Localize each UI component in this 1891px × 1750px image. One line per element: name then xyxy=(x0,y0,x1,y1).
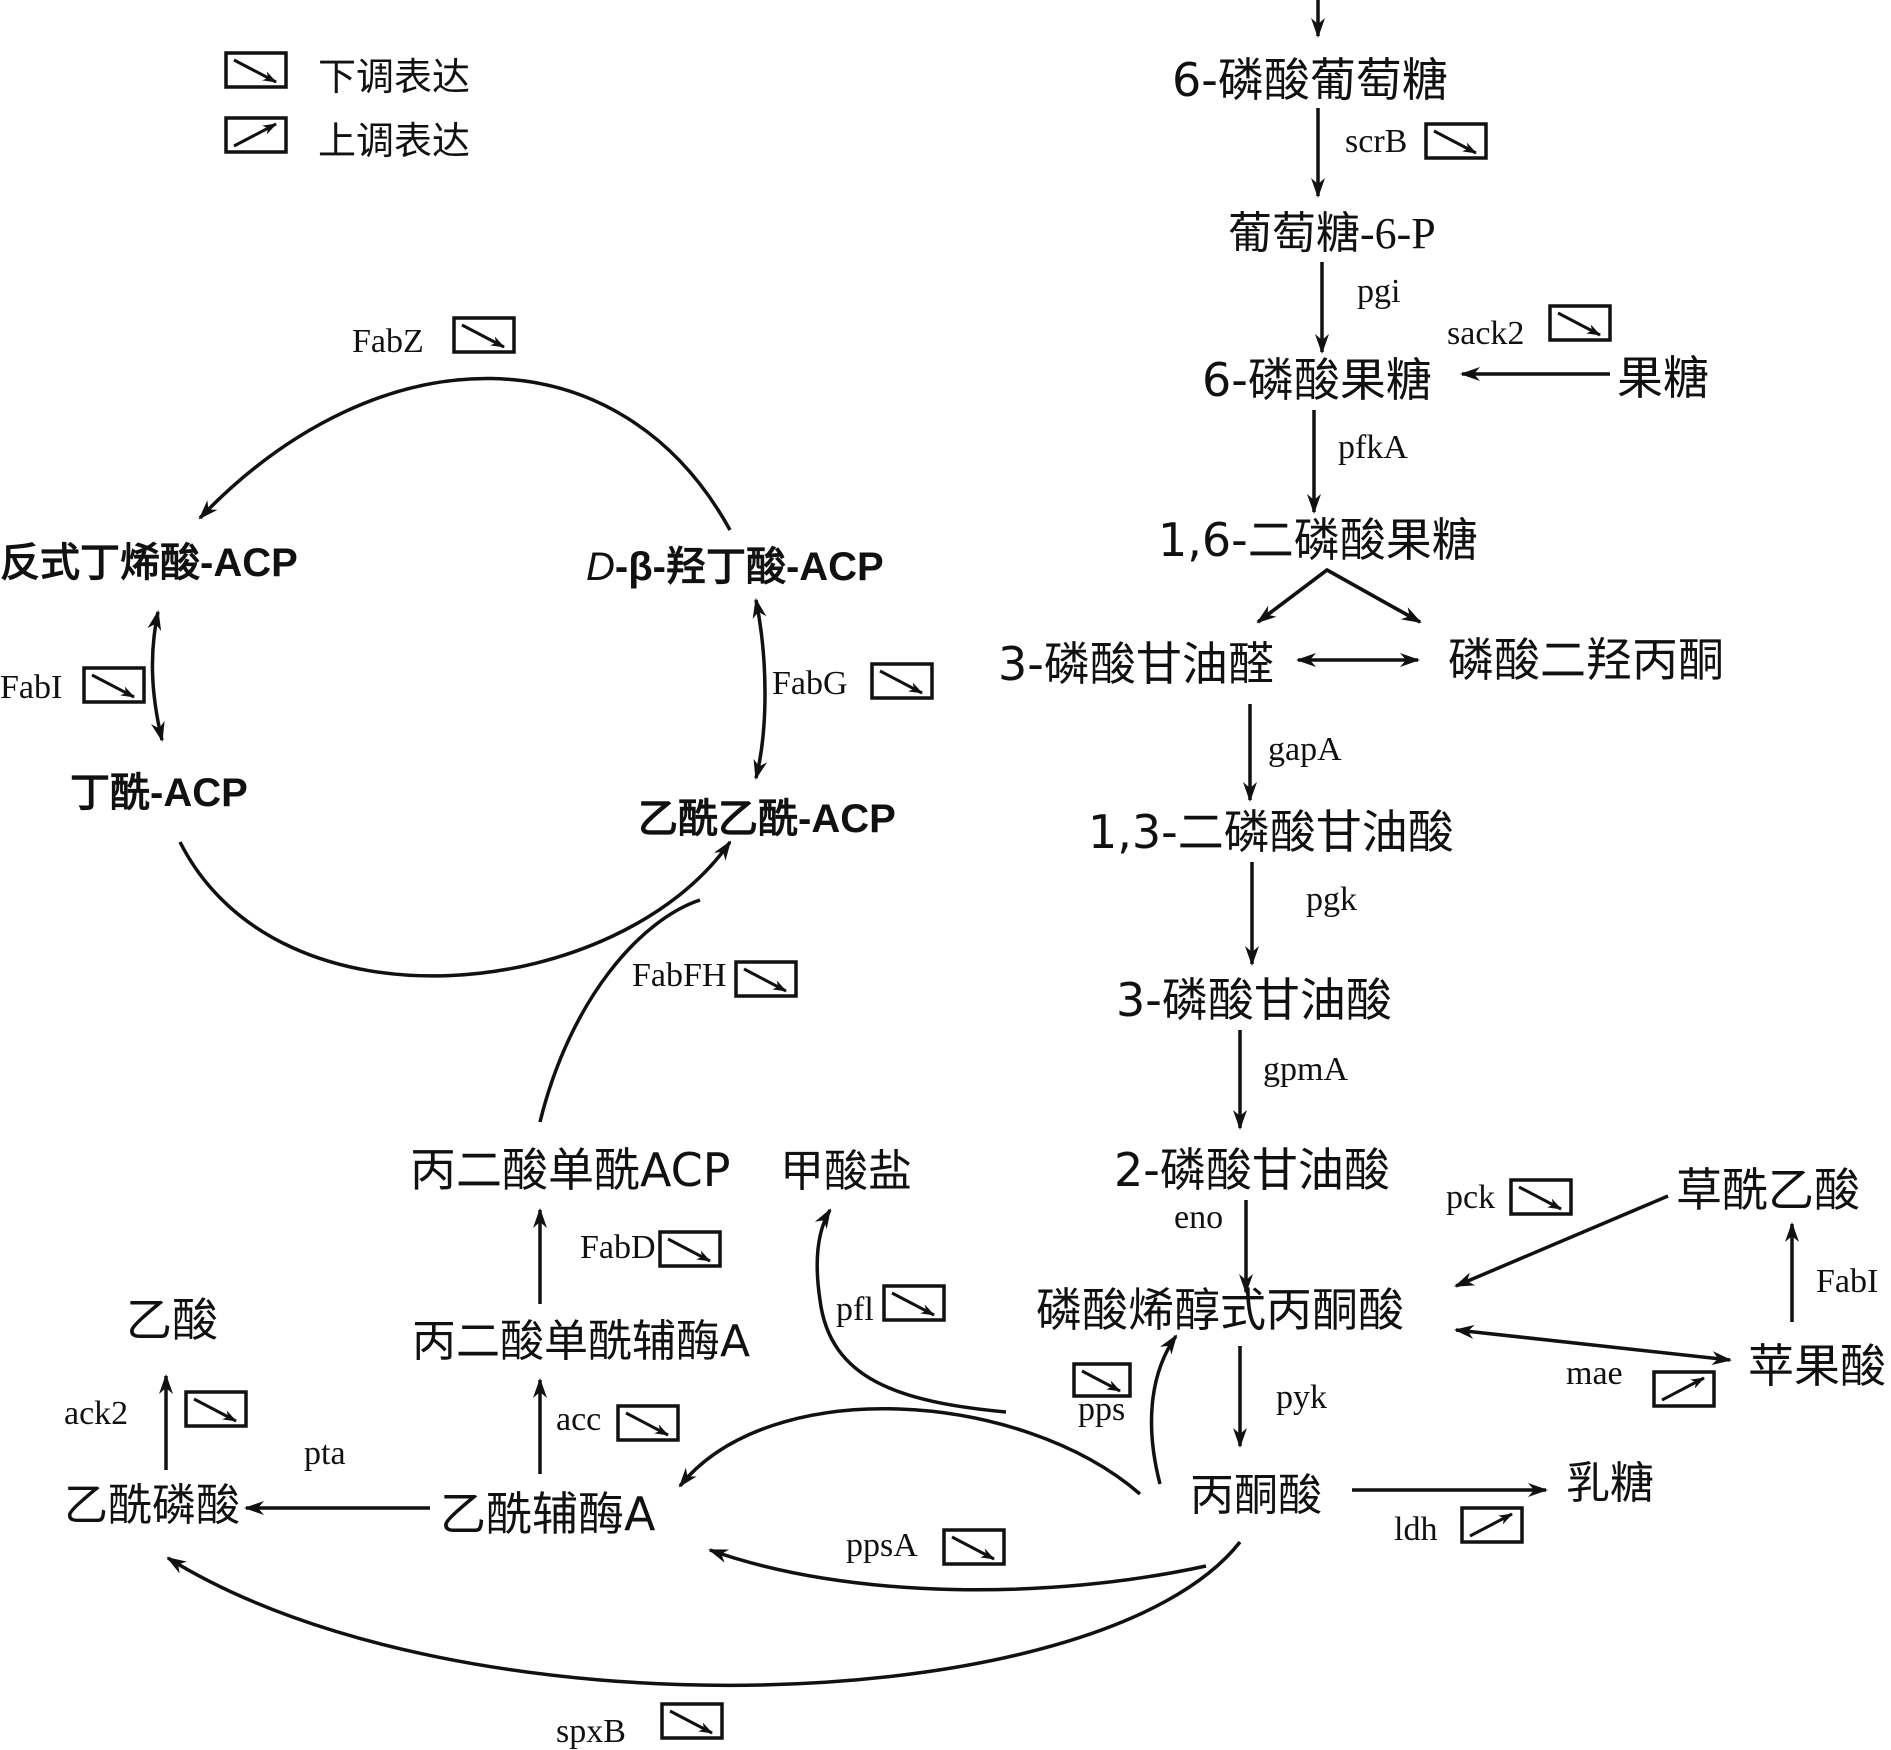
node-glucose-6-p: 葡萄糖-6-P xyxy=(1228,209,1436,258)
enzyme-fabD: FabD xyxy=(580,1229,656,1266)
enzyme-gapA: gapA xyxy=(1268,731,1342,768)
enzyme-fabI-left: FabI xyxy=(0,669,62,706)
arrow-pyruvate-to-acetylcoa xyxy=(678,1407,1142,1496)
node-phosphoenolpyruvate: 磷酸烯醇式丙酮酸 xyxy=(1036,1283,1404,1337)
arrow-pyruvate-to-acetylcoa-ppsA xyxy=(708,1548,1207,1592)
legend-down-box xyxy=(224,51,288,89)
node-malonyl-coa: 丙二酸单酰辅酶A xyxy=(412,1316,750,1367)
enzyme-pta: pta xyxy=(304,1435,346,1472)
enzyme-ppsA: ppsA xyxy=(846,1527,918,1564)
arrow-pyruvate-to-acetylphosphate xyxy=(166,1540,1242,1688)
enzyme-scrB: scrB xyxy=(1345,123,1407,160)
legend-down-arrow-icon xyxy=(233,58,277,84)
node-fructose-bisphosphate: 1,6-二磷酸果糖 xyxy=(1158,513,1478,567)
enzyme-mae: mae xyxy=(1566,1355,1623,1392)
indicator-acc-down xyxy=(616,1404,680,1442)
node-acetoacetyl-acp: 乙酰乙酰-ACP xyxy=(638,797,896,841)
node-butyryl-acp: 丁酰-ACP xyxy=(70,771,248,815)
indicator-mae-up xyxy=(1652,1370,1716,1408)
arrow-malonyl-to-cycle xyxy=(538,898,701,1123)
indicator-pck-down xyxy=(1509,1178,1573,1216)
arrow-pep-malate-reversible xyxy=(1454,1325,1732,1365)
indicator-fabZ-down xyxy=(452,316,516,354)
enzyme-eno: eno xyxy=(1174,1199,1223,1236)
indicator-ldh-up xyxy=(1460,1506,1524,1544)
enzyme-fabI-right: FabI xyxy=(1816,1263,1878,1300)
arrow-pyruvate-to-formate xyxy=(814,1208,1007,1414)
node-2-phosphoglycerate: 2-磷酸甘油酸 xyxy=(1114,1143,1390,1197)
arrow-fabG-reversible xyxy=(752,598,768,780)
node-malate: 苹果酸 xyxy=(1748,1339,1886,1393)
enzyme-ack2: ack2 xyxy=(64,1395,128,1432)
legend-up-arrow-icon xyxy=(233,122,277,148)
arrow-pyruvate-to-pep-pps xyxy=(1149,1334,1178,1485)
indicator-spxB-down xyxy=(660,1702,724,1740)
node-acetyl-coa: 乙酰辅酶A xyxy=(440,1487,656,1541)
enzyme-pfkA: pfkA xyxy=(1338,429,1408,466)
indicator-fabI-down xyxy=(82,666,146,704)
enzyme-fabFH: FabFH xyxy=(632,957,726,994)
node-oxaloacetate: 草酰乙酸 xyxy=(1676,1163,1860,1217)
indicator-pps-down xyxy=(1072,1362,1132,1398)
arrow-oxaloacetate-to-pep xyxy=(1454,1194,1669,1288)
glycolysis-pathway: 6-磷酸葡萄糖 scrB 葡萄糖-6-P pgi sack2 果糖 6-磷酸果糖… xyxy=(998,0,1886,1548)
node-malonyl-acp: 丙二酸单酰ACP xyxy=(410,1143,731,1197)
node-trans-butenoyl-acp: 反式丁烯酸-ACP xyxy=(0,541,298,585)
fatty-acid-cycle: FabZ 反式丁烯酸-ACP D-β-羟丁酸-ACP FabI FabG 丁酰-… xyxy=(0,316,1242,1750)
node-fructose: 果糖 xyxy=(1617,351,1709,405)
indicator-fabG-down xyxy=(870,662,934,700)
indicator-ack2-down xyxy=(184,1390,248,1428)
enzyme-ldh: ldh xyxy=(1394,1511,1437,1548)
enzyme-acc: acc xyxy=(556,1401,601,1438)
node-glyceraldehyde-3-phosphate: 3-磷酸甘油醛 xyxy=(998,637,1274,691)
arrow-butyryl-to-acetoacetyl xyxy=(178,840,732,978)
node-6-phospho-fructose: 6-磷酸果糖 xyxy=(1202,353,1432,407)
arrow-fbp-to-g3p xyxy=(1256,568,1329,624)
indicator-sack2-down xyxy=(1548,304,1612,342)
indicator-scrB-down xyxy=(1424,122,1488,160)
enzyme-pgi: pgi xyxy=(1357,273,1400,310)
enzyme-pck: pck xyxy=(1446,1179,1495,1216)
enzyme-pgk: pgk xyxy=(1306,881,1357,918)
enzyme-pfl: pfl xyxy=(836,1291,874,1328)
node-1-3-bisphosphoglycerate: 1,3-二磷酸甘油酸 xyxy=(1088,805,1454,859)
indicator-ppsA-down xyxy=(942,1528,1006,1566)
node-dihydroxyacetone-phosphate: 磷酸二羟丙酮 xyxy=(1448,633,1724,687)
indicator-fabFH-down xyxy=(734,960,798,998)
node-6-phospho-glucose: 6-磷酸葡萄糖 xyxy=(1172,53,1448,107)
legend: 下调表达 上调表达 xyxy=(224,51,470,163)
node-d-beta-hydroxybutyryl-acp: D-β-羟丁酸-ACP xyxy=(586,545,884,589)
enzyme-pyk: pyk xyxy=(1276,1379,1327,1416)
node-acetyl-phosphate: 乙酰磷酸 xyxy=(64,1480,240,1531)
enzyme-sack2: sack2 xyxy=(1447,315,1524,352)
arrow-fbp-to-dhap xyxy=(1326,568,1422,624)
arrow-fabZ-arc xyxy=(198,376,732,531)
enzyme-gpmA: gpmA xyxy=(1263,1051,1348,1088)
indicator-fabD-down xyxy=(658,1230,722,1268)
node-acetic-acid: 乙酸 xyxy=(126,1293,218,1347)
node-pyruvate: 丙酮酸 xyxy=(1190,1470,1322,1521)
node-3-phosphoglycerate: 3-磷酸甘油酸 xyxy=(1116,973,1392,1027)
enzyme-fabG: FabG xyxy=(772,665,848,702)
node-lactose: 乳糖 xyxy=(1566,1458,1654,1509)
arrow-fabI-reversible xyxy=(147,610,165,742)
legend-down-label: 下调表达 xyxy=(318,55,470,99)
enzyme-spxB: spxB xyxy=(556,1713,626,1750)
legend-up-label: 上调表达 xyxy=(318,119,470,163)
enzyme-fabZ: FabZ xyxy=(352,323,424,360)
node-formate: 甲酸盐 xyxy=(780,1146,912,1197)
indicator-pfl-down xyxy=(882,1284,946,1322)
